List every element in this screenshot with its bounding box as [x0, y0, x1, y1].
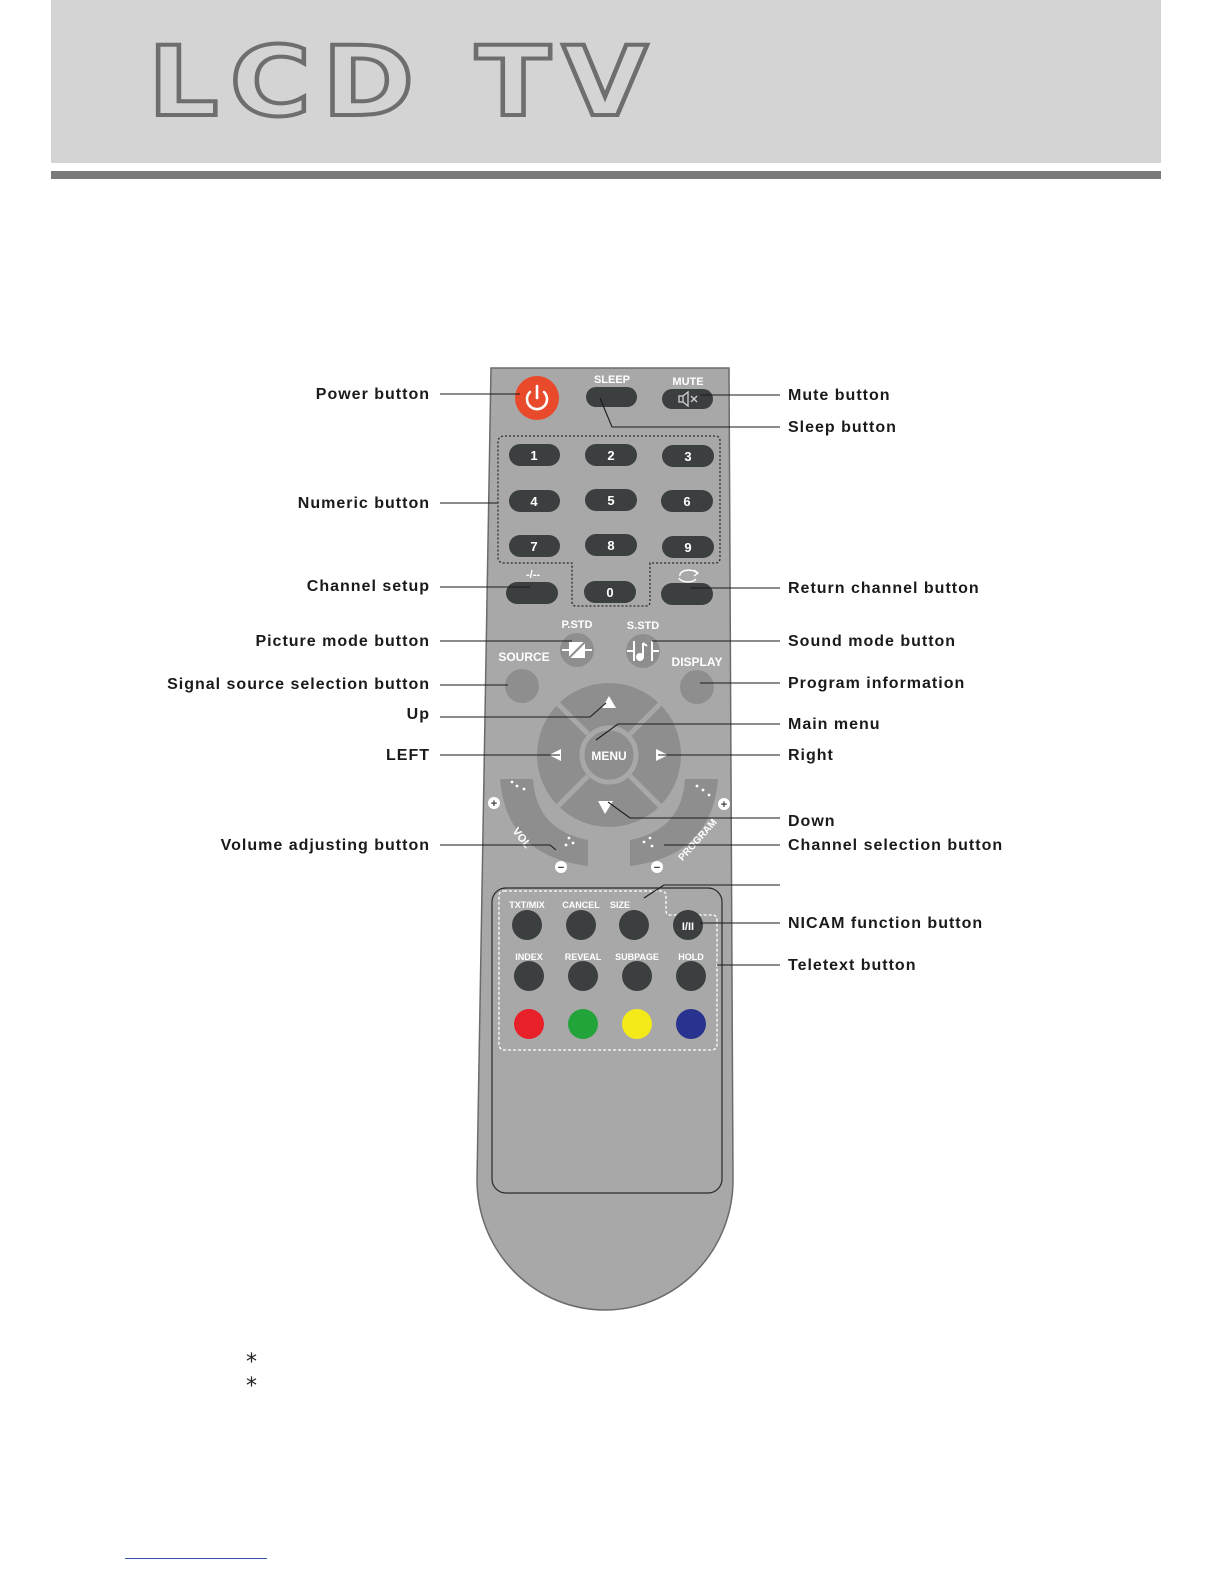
numeric-key-3[interactable]: 3: [662, 445, 714, 467]
callout-picture-mode: Picture mode button: [255, 632, 430, 652]
numeric-key-8[interactable]: 8: [585, 534, 637, 556]
svg-text:+: +: [721, 799, 727, 811]
callout-up: Up: [407, 705, 430, 725]
callout-signal-source: Signal source selection button: [167, 675, 430, 695]
callout-nicam: NICAM function button: [788, 914, 983, 934]
callout-teletext: Teletext button: [788, 956, 916, 976]
callout-mute: Mute button: [788, 386, 891, 406]
subpage-label: SUBPAGE: [615, 952, 659, 962]
reveal-button[interactable]: [568, 961, 598, 991]
callout-sleep: Sleep button: [788, 418, 897, 438]
svg-text:4: 4: [530, 494, 538, 509]
cancel-button[interactable]: [566, 910, 596, 940]
channel-setup-label: -/--: [526, 569, 540, 581]
red-key[interactable]: [514, 1009, 544, 1039]
display-button[interactable]: [680, 670, 714, 704]
mute-label: MUTE: [672, 376, 703, 388]
svg-text:+: +: [491, 798, 497, 810]
nicam-label: I/II: [682, 921, 694, 933]
numeric-key-4[interactable]: 4: [509, 490, 560, 512]
numeric-key-6[interactable]: 6: [661, 490, 713, 512]
footer-link-underline[interactable]: [125, 1558, 267, 1559]
callout-down: Down: [788, 812, 836, 832]
callout-program-info: Program information: [788, 674, 965, 694]
callout-left: LEFT: [386, 746, 430, 766]
menu-label: MENU: [591, 749, 626, 763]
callout-channel-setup: Channel setup: [307, 577, 430, 597]
cancel-label: CANCEL: [562, 900, 600, 910]
numeric-key-7[interactable]: 7: [509, 535, 560, 557]
svg-text:3: 3: [684, 449, 691, 464]
source-label: SOURCE: [498, 650, 549, 664]
reveal-label: REVEAL: [565, 952, 602, 962]
callout-right: Right: [788, 746, 834, 766]
note-asterisk-2: *: [246, 1376, 257, 1398]
numeric-key-9[interactable]: 9: [662, 536, 714, 558]
sleep-label: SLEEP: [594, 374, 630, 386]
callout-sound-mode: Sound mode button: [788, 632, 956, 652]
numeric-key-0[interactable]: 0: [584, 581, 636, 603]
svg-text:−: −: [558, 862, 564, 874]
green-key[interactable]: [568, 1009, 598, 1039]
size-button[interactable]: [619, 910, 649, 940]
picture-mode-label: P.STD: [562, 619, 593, 631]
svg-text:1: 1: [530, 448, 537, 463]
index-label: INDEX: [515, 952, 543, 962]
subpage-button[interactable]: [622, 961, 652, 991]
txt-mix-label: TXT/MIX: [509, 900, 545, 910]
yellow-key[interactable]: [622, 1009, 652, 1039]
blue-key[interactable]: [676, 1009, 706, 1039]
hold-button[interactable]: [676, 961, 706, 991]
return-channel-button[interactable]: [661, 583, 713, 605]
size-label: SIZE: [610, 900, 630, 910]
callout-return-channel: Return channel button: [788, 579, 980, 599]
svg-text:2: 2: [607, 448, 614, 463]
numeric-key-5[interactable]: 5: [585, 489, 637, 511]
sleep-button[interactable]: [586, 387, 637, 407]
callout-volume: Volume adjusting button: [221, 836, 430, 856]
numeric-key-1[interactable]: 1: [509, 444, 560, 466]
index-button[interactable]: [514, 961, 544, 991]
display-label: DISPLAY: [672, 655, 723, 669]
callout-channel-selection: Channel selection button: [788, 836, 1003, 856]
svg-text:7: 7: [530, 539, 537, 554]
svg-text:9: 9: [684, 540, 691, 555]
svg-text:−: −: [654, 862, 660, 874]
txt-mix-button[interactable]: [512, 910, 542, 940]
channel-setup-button[interactable]: [506, 582, 558, 604]
sound-mode-label: S.STD: [627, 620, 659, 632]
svg-text:6: 6: [683, 494, 690, 509]
hold-label: HOLD: [678, 952, 704, 962]
callout-power: Power button: [316, 385, 430, 405]
numeric-key-2[interactable]: 2: [585, 444, 637, 466]
callout-main-menu: Main menu: [788, 715, 881, 735]
callout-numeric: Numeric button: [298, 494, 430, 514]
source-button[interactable]: [505, 669, 539, 703]
note-asterisk-1: *: [246, 1352, 257, 1374]
svg-text:5: 5: [607, 493, 614, 508]
svg-text:8: 8: [607, 538, 614, 553]
svg-text:0: 0: [606, 585, 613, 600]
